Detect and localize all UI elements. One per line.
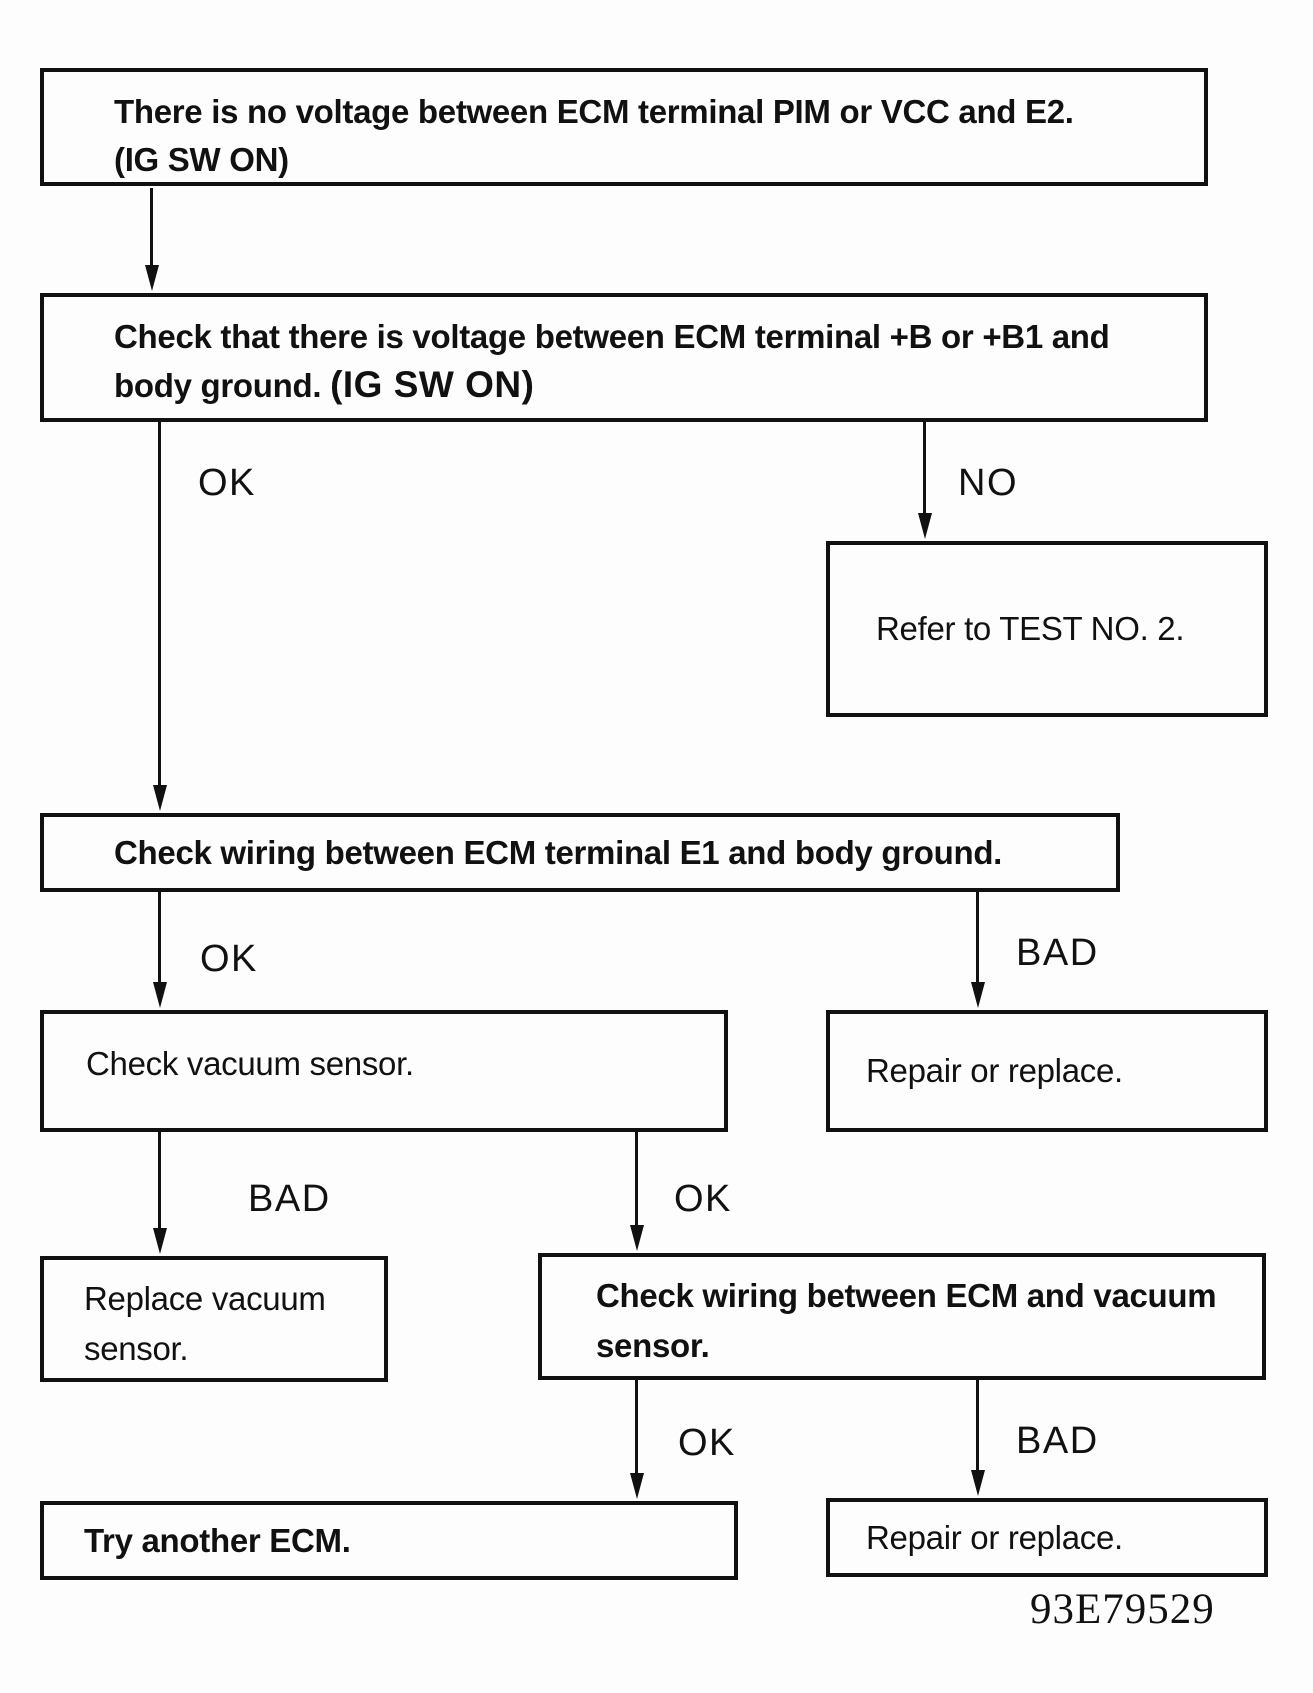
flow-node-refer-test: Refer to TEST NO. 2. <box>826 541 1268 717</box>
node-text: Replace vacuum <box>84 1280 326 1317</box>
node-text: Check vacuum sensor. <box>86 1045 414 1082</box>
arrowhead-down-icon <box>971 982 985 1008</box>
node-text: Check wiring between ECM terminal E1 and… <box>114 833 1003 871</box>
flow-line <box>976 892 979 984</box>
node-text: Try another ECM. <box>84 1521 351 1559</box>
flow-node-try-another-ecm: Try another ECM. <box>40 1501 738 1580</box>
flow-node-repair-replace-top: Repair or replace. <box>826 1010 1268 1132</box>
node-text: Check wiring between ECM and vacuum <box>596 1277 1217 1314</box>
arrowhead-down-icon <box>153 785 167 811</box>
arrowhead-down-icon <box>630 1473 644 1499</box>
arrowhead-down-icon <box>630 1225 644 1251</box>
arrowhead-down-icon <box>145 265 159 291</box>
arrowhead-down-icon <box>153 1228 167 1254</box>
node-text: sensor. <box>596 1327 710 1364</box>
node-text: sensor. <box>84 1330 189 1367</box>
flow-node-check-wiring-e1: Check wiring between ECM terminal E1 and… <box>40 813 1120 892</box>
arrowhead-down-icon <box>918 513 932 539</box>
node-text: Repair or replace. <box>866 1518 1123 1556</box>
arrowhead-down-icon <box>971 1470 985 1496</box>
edge-label-ok-2: OK <box>200 938 258 980</box>
edge-label-ok-3: OK <box>674 1178 732 1220</box>
flow-node-no-voltage: There is no voltage between ECM terminal… <box>40 68 1208 186</box>
node-text: Repair or replace. <box>866 1052 1123 1089</box>
flow-line <box>150 188 153 267</box>
node-text: Check that there is voltage between ECM … <box>114 318 1110 355</box>
node-text: There is no voltage between ECM terminal… <box>114 93 1074 130</box>
flow-line <box>635 1380 638 1475</box>
flow-node-check-wiring-vacuum: Check wiring between ECM and vacuum sens… <box>538 1253 1266 1380</box>
node-text: body ground. <box>114 367 322 404</box>
edge-label-ok-1: OK <box>198 462 256 504</box>
arrowhead-down-icon <box>153 982 167 1008</box>
node-text-emphasis: (IG SW ON) <box>330 364 535 405</box>
node-text-emphasis: (IG SW ON) <box>114 141 289 178</box>
flow-line <box>158 1132 161 1230</box>
edge-label-ok-4: OK <box>678 1422 736 1464</box>
node-text: Refer to TEST NO. 2. <box>876 610 1185 647</box>
edge-label-bad-4: BAD <box>1016 1420 1099 1462</box>
node-text-line2: body ground. (IG SW ON) <box>114 361 1184 410</box>
flow-node-replace-vacuum-sensor: Replace vacuum sensor. <box>40 1256 388 1382</box>
edge-label-no-1: NO <box>958 462 1018 504</box>
flow-node-check-voltage: Check that there is voltage between ECM … <box>40 293 1208 422</box>
flow-line <box>158 892 161 984</box>
flow-line <box>158 422 161 787</box>
flow-node-check-vacuum-sensor: Check vacuum sensor. <box>40 1010 728 1132</box>
flow-node-repair-replace-bottom: Repair or replace. <box>826 1498 1268 1577</box>
flow-line <box>635 1132 638 1227</box>
figure-code: 93E79529 <box>1030 1586 1215 1633</box>
edge-label-bad-2: BAD <box>1016 932 1099 974</box>
flow-line <box>976 1380 979 1472</box>
flow-line <box>923 422 926 515</box>
edge-label-bad-3: BAD <box>248 1178 331 1220</box>
